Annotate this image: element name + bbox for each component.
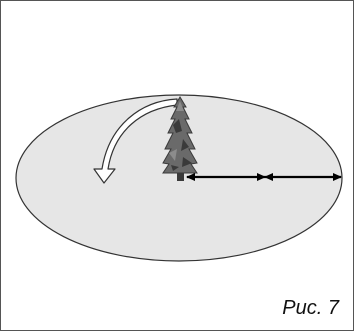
curved-arrow-icon [93,98,178,184]
fir-tree-icon [162,96,198,181]
figure-caption: Рис. 7 [282,297,339,319]
